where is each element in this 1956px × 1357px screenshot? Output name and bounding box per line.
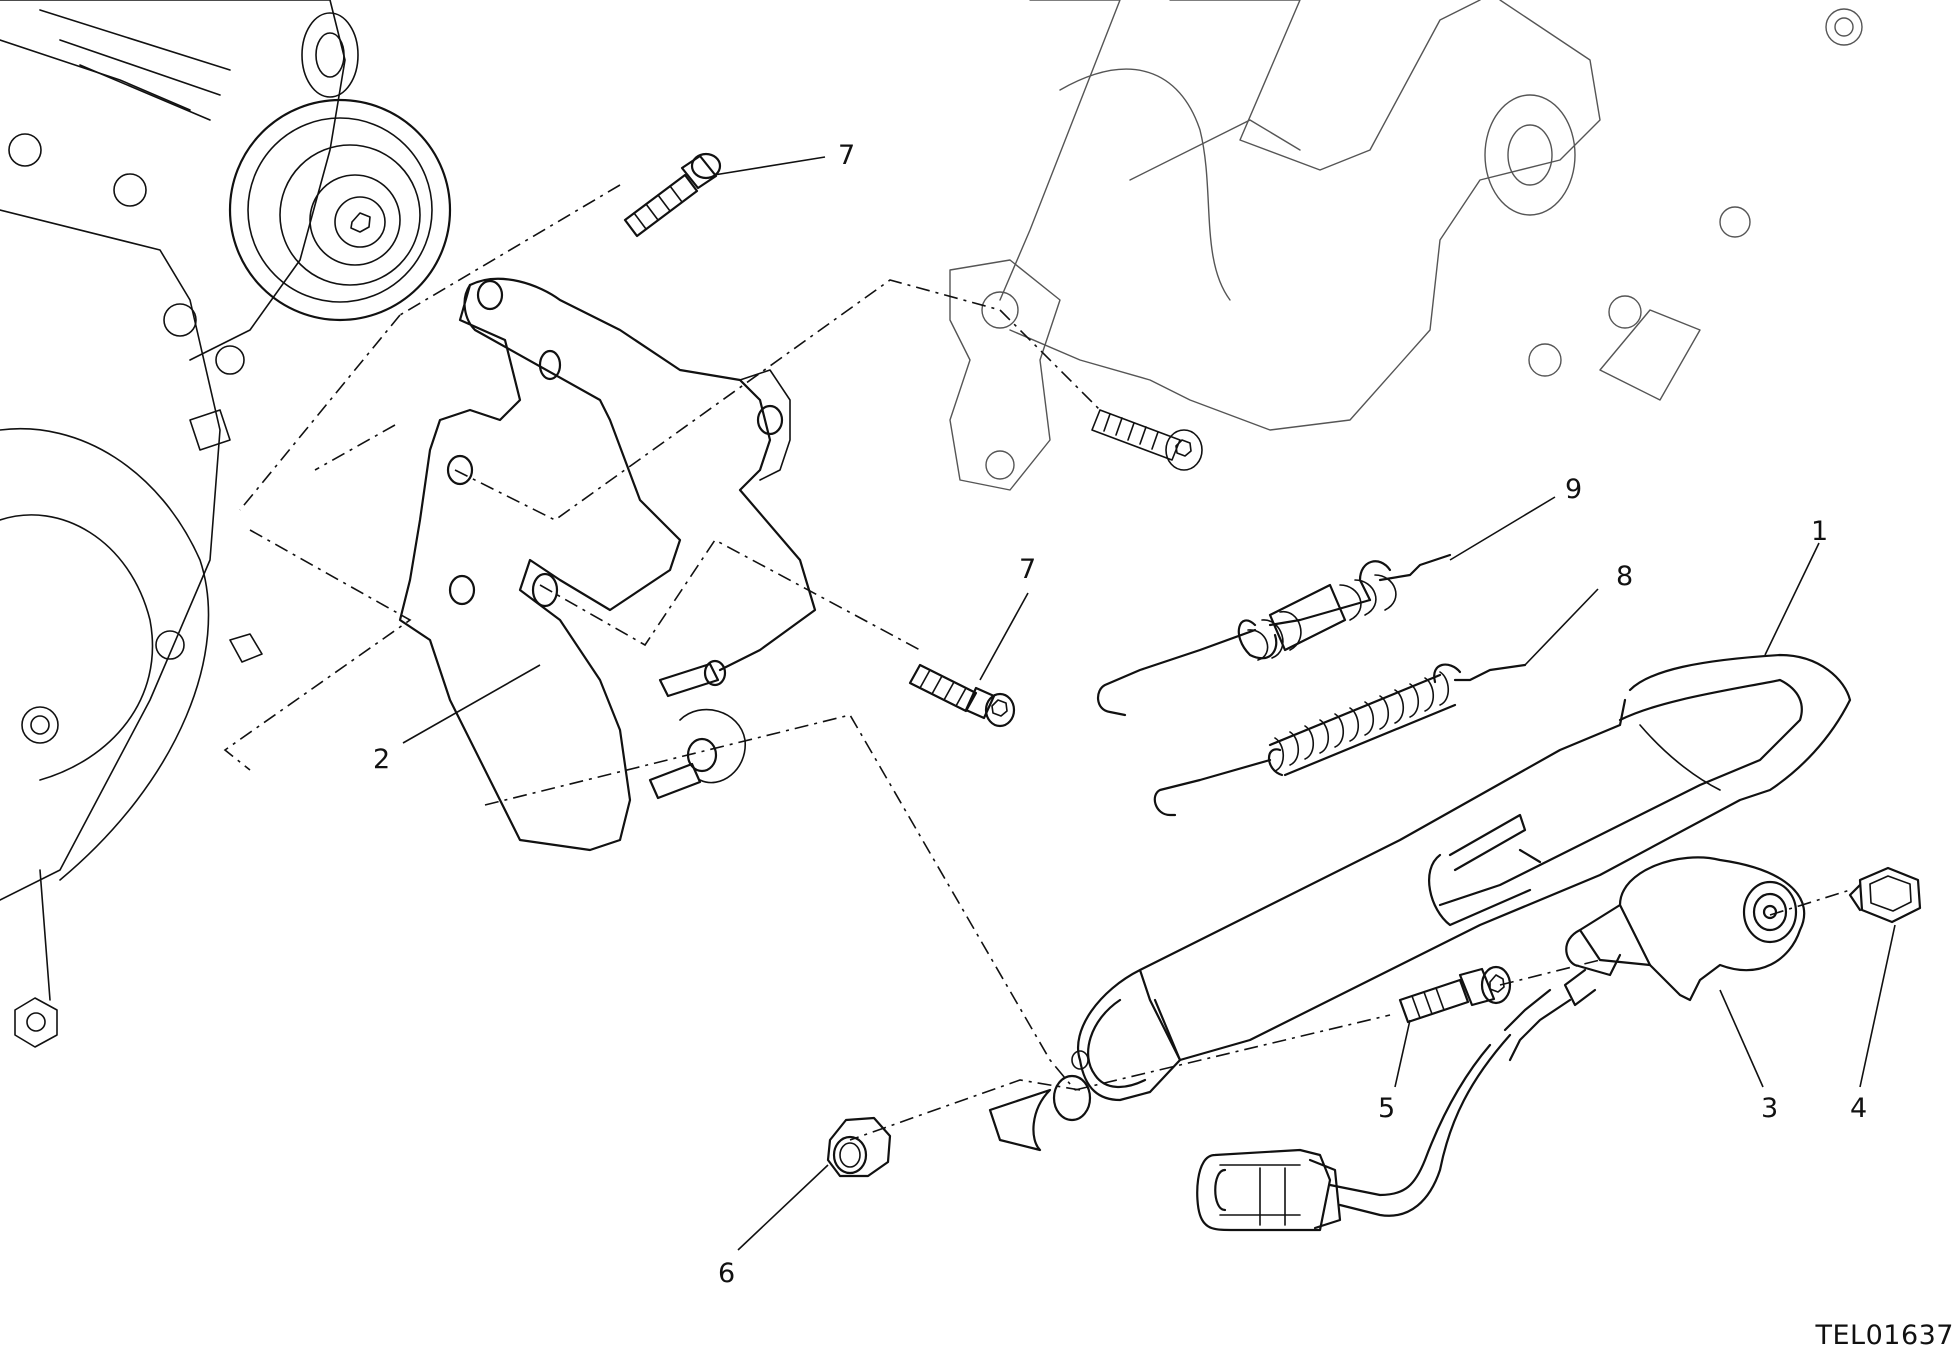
- callout-3: 3: [1761, 1093, 1778, 1124]
- bolt-middle: [908, 663, 1016, 728]
- side-stand: [988, 653, 1852, 1152]
- switch-connector: [1196, 1148, 1342, 1232]
- bracket-bolt-ghost: [1091, 409, 1203, 471]
- stand-nut: [826, 1116, 892, 1178]
- stand-bracket-plate: [398, 277, 817, 852]
- assembly-lines: [223, 184, 1851, 1141]
- bolt-upper: [623, 152, 722, 238]
- callout-labels: 7 2 7 9 8 1 3 4 5 6: [373, 140, 1867, 1289]
- footpeg-bracket-ghost: [949, 0, 1863, 491]
- pivot-bolt: [1398, 965, 1512, 1024]
- engine-ghost: [0, 0, 452, 1048]
- callout-8: 8: [1616, 561, 1633, 592]
- callout-4: 4: [1850, 1093, 1867, 1124]
- callout-7-top: 7: [838, 140, 855, 171]
- callout-9: 9: [1565, 474, 1582, 505]
- spring-short: [1097, 553, 1452, 717]
- spring-long: [1153, 663, 1527, 817]
- leader-lines: [402, 156, 1896, 1251]
- stand-switch: [1328, 856, 1806, 1217]
- callout-6: 6: [718, 1258, 735, 1289]
- callout-2: 2: [373, 744, 390, 775]
- switch-screw: [1848, 866, 1922, 924]
- callout-7-middle: 7: [1019, 554, 1036, 585]
- callout-1: 1: [1811, 516, 1828, 547]
- callout-5: 5: [1378, 1093, 1395, 1124]
- drawing-reference: TEL01637: [1815, 1320, 1954, 1351]
